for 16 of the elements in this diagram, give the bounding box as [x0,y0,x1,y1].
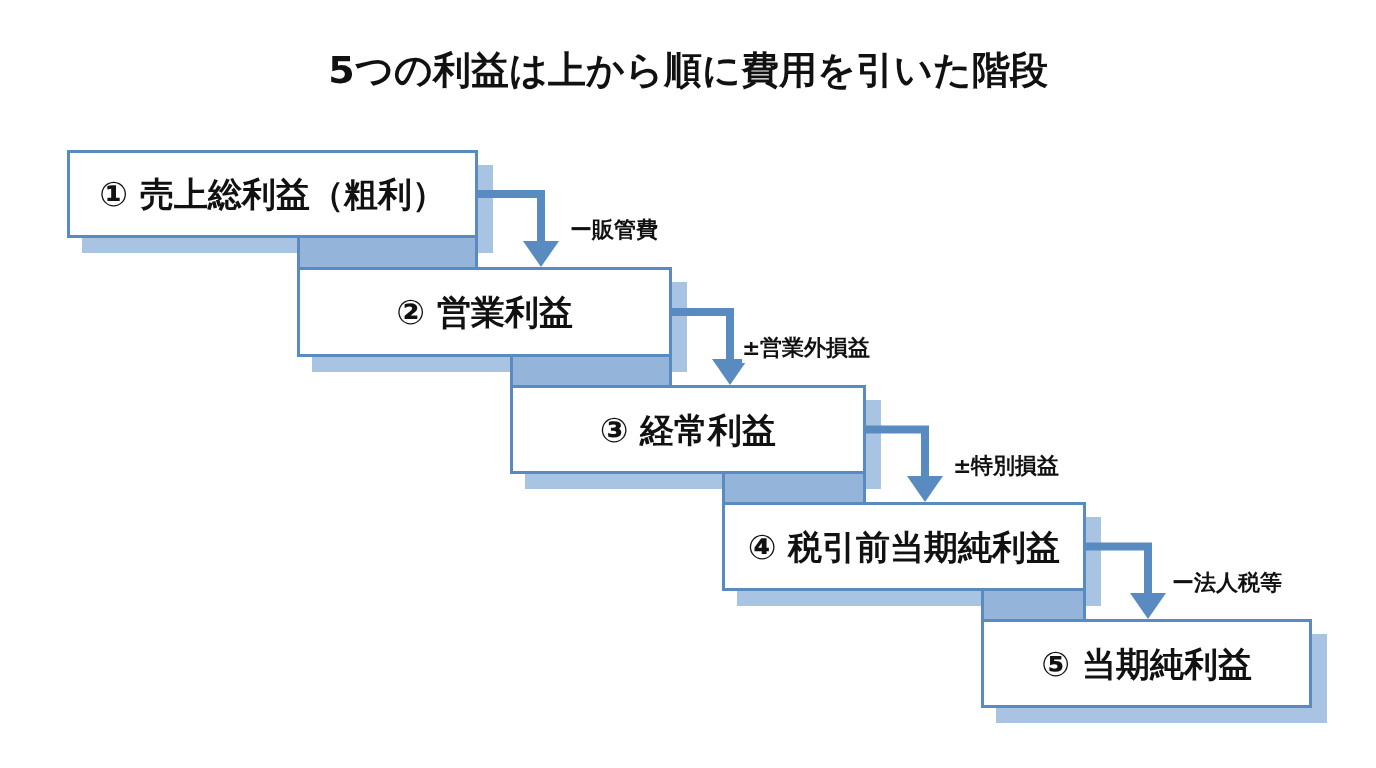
box-label: ② 営業利益 [396,291,573,334]
process-box [297,267,672,357]
box-label: ⑤ 当期純利益 [1041,642,1252,686]
elbow-arrow [672,308,748,385]
box-label: ③ 経常利益 [599,408,777,452]
elbow-arrow [1086,542,1166,619]
process-box [722,502,1086,591]
box-label: ① 売上総利益（粗利） [99,173,446,216]
process-box [981,619,1312,708]
process-box [67,150,478,238]
elbow-arrow [478,190,559,267]
box-label: ④ 税引前当期純利益 [747,525,1061,569]
process-box [510,385,866,474]
edge-label: ±営業外損益 [742,333,871,363]
elbow-arrow [866,425,943,502]
diagram-title: 5つの利益は上から順に費用を引いた階段 [328,47,1048,94]
